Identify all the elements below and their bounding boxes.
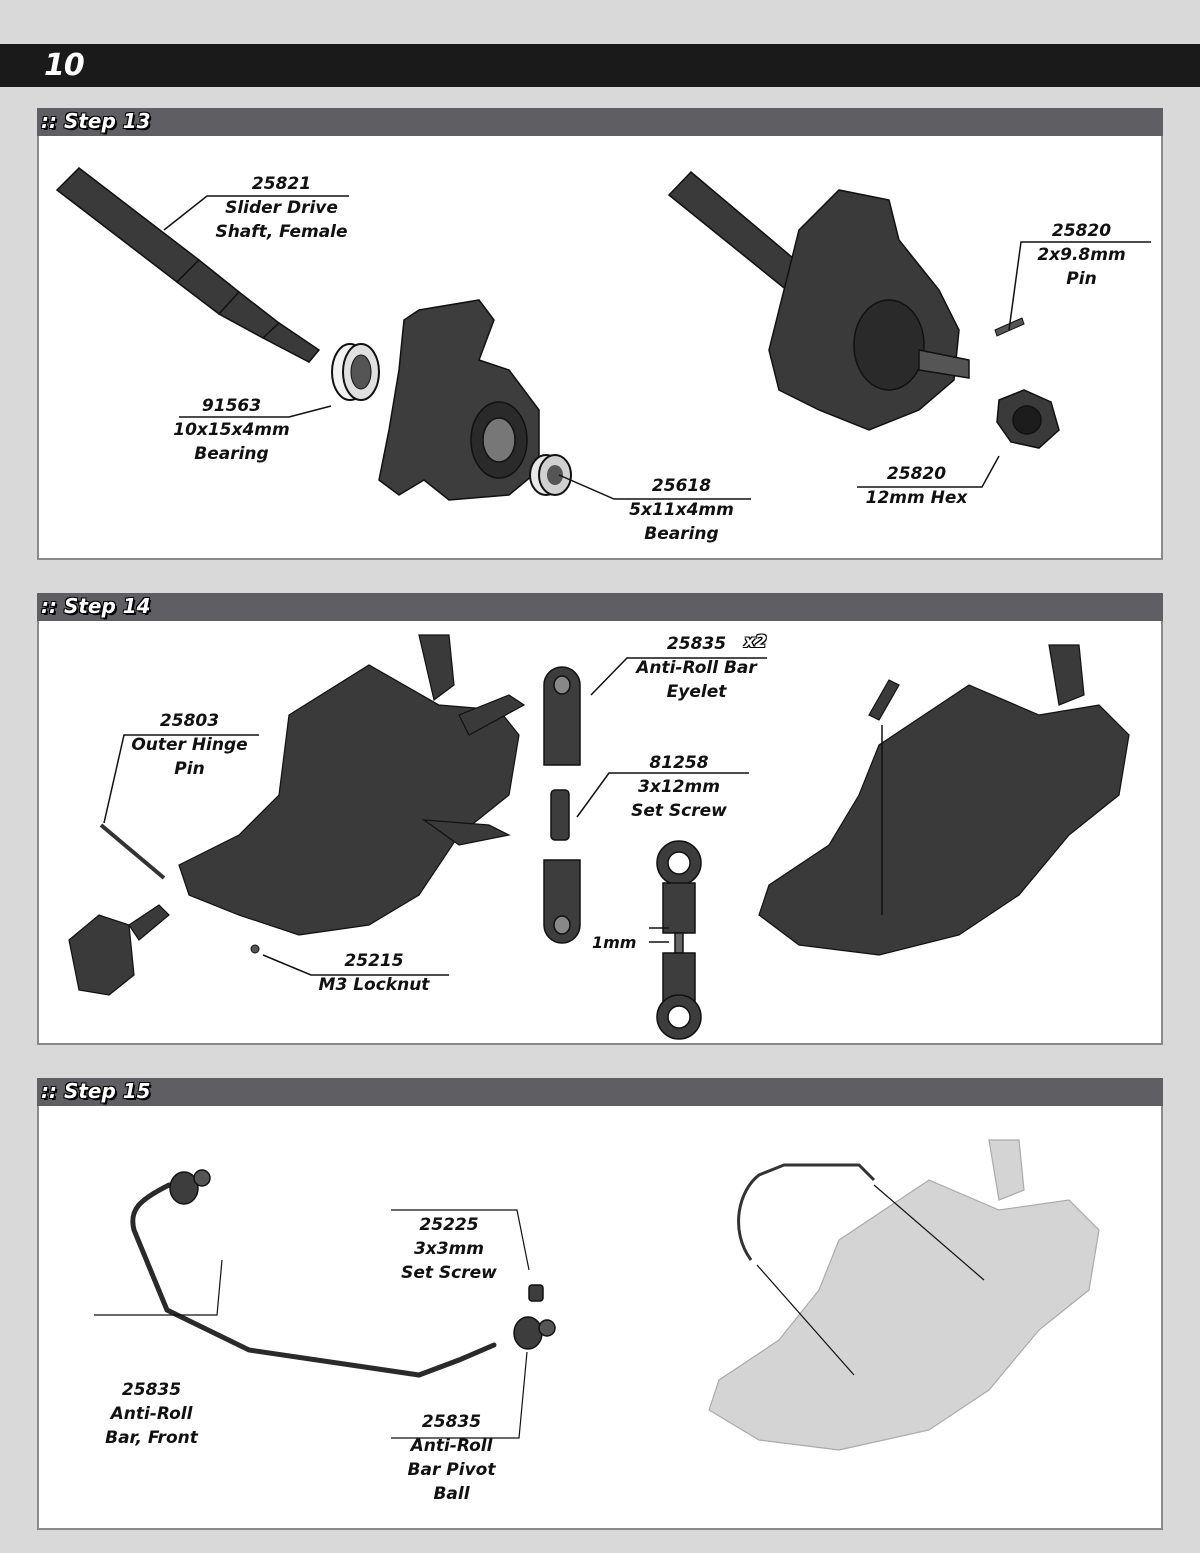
bearing-5x11x4-part [529, 454, 572, 496]
front-suspension-part [68, 634, 526, 996]
step-13-header: :: Step 13 [37, 108, 1163, 136]
dimension-label: 1mm [592, 933, 637, 952]
step-14-panel: :: Step 14 [37, 593, 1163, 1045]
eyelet-part [543, 666, 581, 944]
step-14-header: :: Step 14 [37, 593, 1163, 621]
turnbuckle-assembly-part [656, 840, 702, 1040]
quantity-badge: x2 [744, 632, 767, 652]
step-15-header: :: Step 15 [37, 1078, 1163, 1106]
step-13-title: :: Step 13 [41, 109, 151, 133]
page-header-bar: 10 [0, 44, 1200, 87]
anti-roll-bar-part [130, 1182, 497, 1378]
leader-lines [163, 195, 1151, 500]
step-13-illustration [55, 167, 1151, 501]
assembled-suspension-part [758, 644, 1130, 956]
steering-block-part [378, 299, 540, 501]
slider-drive-shaft-part [55, 167, 321, 363]
leader-lines [103, 657, 883, 976]
hinge-pin-part [99, 823, 166, 880]
step-15-illustration [94, 1139, 1100, 1451]
step-14-title: :: Step 14 [41, 594, 151, 618]
page-number: 10 [44, 48, 85, 83]
hex-part [996, 389, 1060, 449]
step-14-illustration [68, 634, 1130, 1040]
step-15-title: :: Step 15 [41, 1079, 151, 1103]
assembled-anti-roll-bar [737, 1163, 876, 1261]
locknut-part [250, 944, 260, 954]
step-13-panel: :: Step 13 [37, 108, 1163, 560]
assembled-steering-part [667, 170, 970, 431]
bearing-10x15x4-part [331, 343, 380, 401]
assembled-anti-roll-part [708, 1139, 1100, 1451]
pivot-ball-part [169, 1169, 556, 1350]
leader-lines [94, 1184, 985, 1439]
